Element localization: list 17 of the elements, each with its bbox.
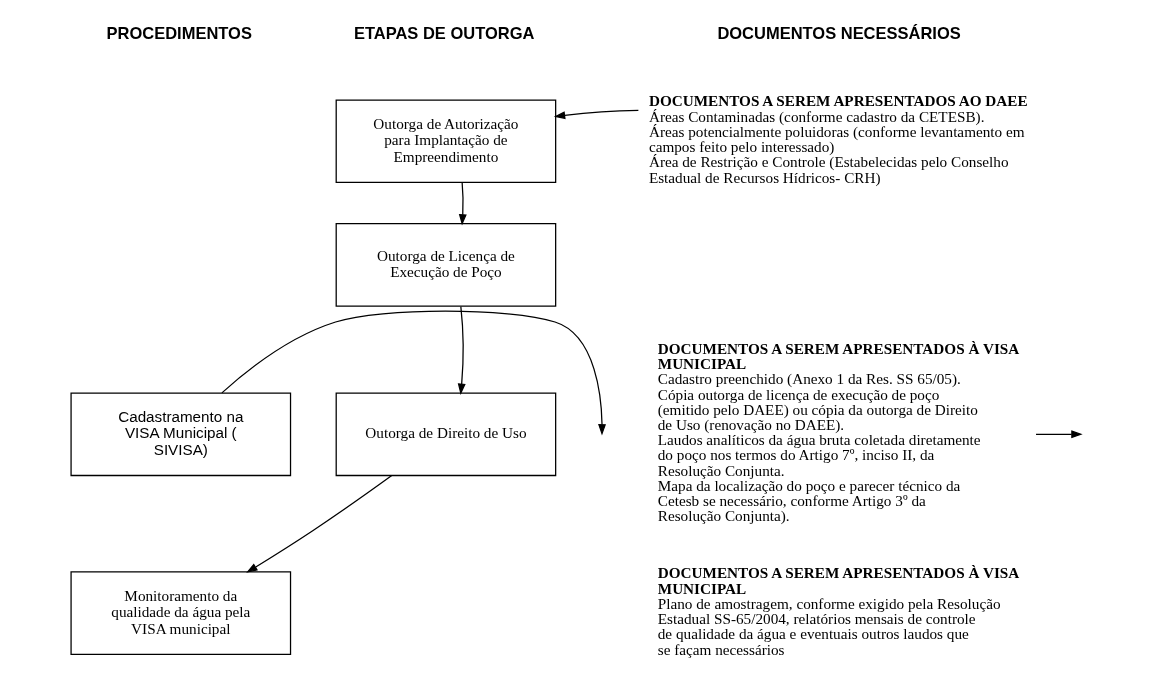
arrow [457,305,466,395]
arrow [553,109,639,120]
node-text: DOCUMENTOS A SEREM APRESENTADOS À VISA MUNICIPAL Cadastro preenchido (Anexo 1 da Res. SS 65/05). Cópia outorga de licença de execução de poço (emitido pelo DAEE) ou cópia da outorga de Direito de Uso (renovação no DAEE). Laudos analíticos da água bruta coletada diretamente do poço nos termos do Artigo 7º, inciso II, da Resolução Conjunta. Mapa da localização do poço e parecer técnico da Cetesb se necessário, conforme Artigo 3º da Resolução Conjunta). [657,339,1019,525]
arrow [1034,430,1083,439]
arrow [458,181,467,226]
label: DOCUMENTOS NECESSÁRIOS [716,24,961,42]
node-box: Outorga de Licença de Execução de Poço [335,223,556,307]
node-box: Cadastramento na VISA Municipal ( SIVISA) [69,392,291,477]
node-text: DOCUMENTOS A SEREM APRESENTADOS AO DAEE Áreas Contaminadas (conforme cadastro da CETESB). Áreas potencialmente poluidoras (conforme levantamento em campos feito pelo interessado) Área de Restrição e Controle (Estabelecidas pelo Conselho Estadual de Recursos Hídricos- CRH) [648,92,1028,186]
arrow [245,474,392,573]
node-box: Outorga de Autorização para Implantação de Empreendimento [335,99,556,184]
node-text: DOCUMENTOS A SEREM APRESENTADOS À VISA MUNICIPAL Plano de amostragem, conforme exigido pela Resolução Estadual SS-65/2004, relatórios mensais de controle de qualidade da água e eventuais outros laudos que se façam necessários [657,564,1019,658]
node-box: Monitoramento da qualidade da água pela VISA municipal [69,571,291,655]
arrow [220,310,606,436]
node-box: Outorga de Direito de Uso [335,392,556,477]
label: PROCEDIMENTOS [106,24,252,42]
label: ETAPAS DE OUTORGA [353,24,534,42]
